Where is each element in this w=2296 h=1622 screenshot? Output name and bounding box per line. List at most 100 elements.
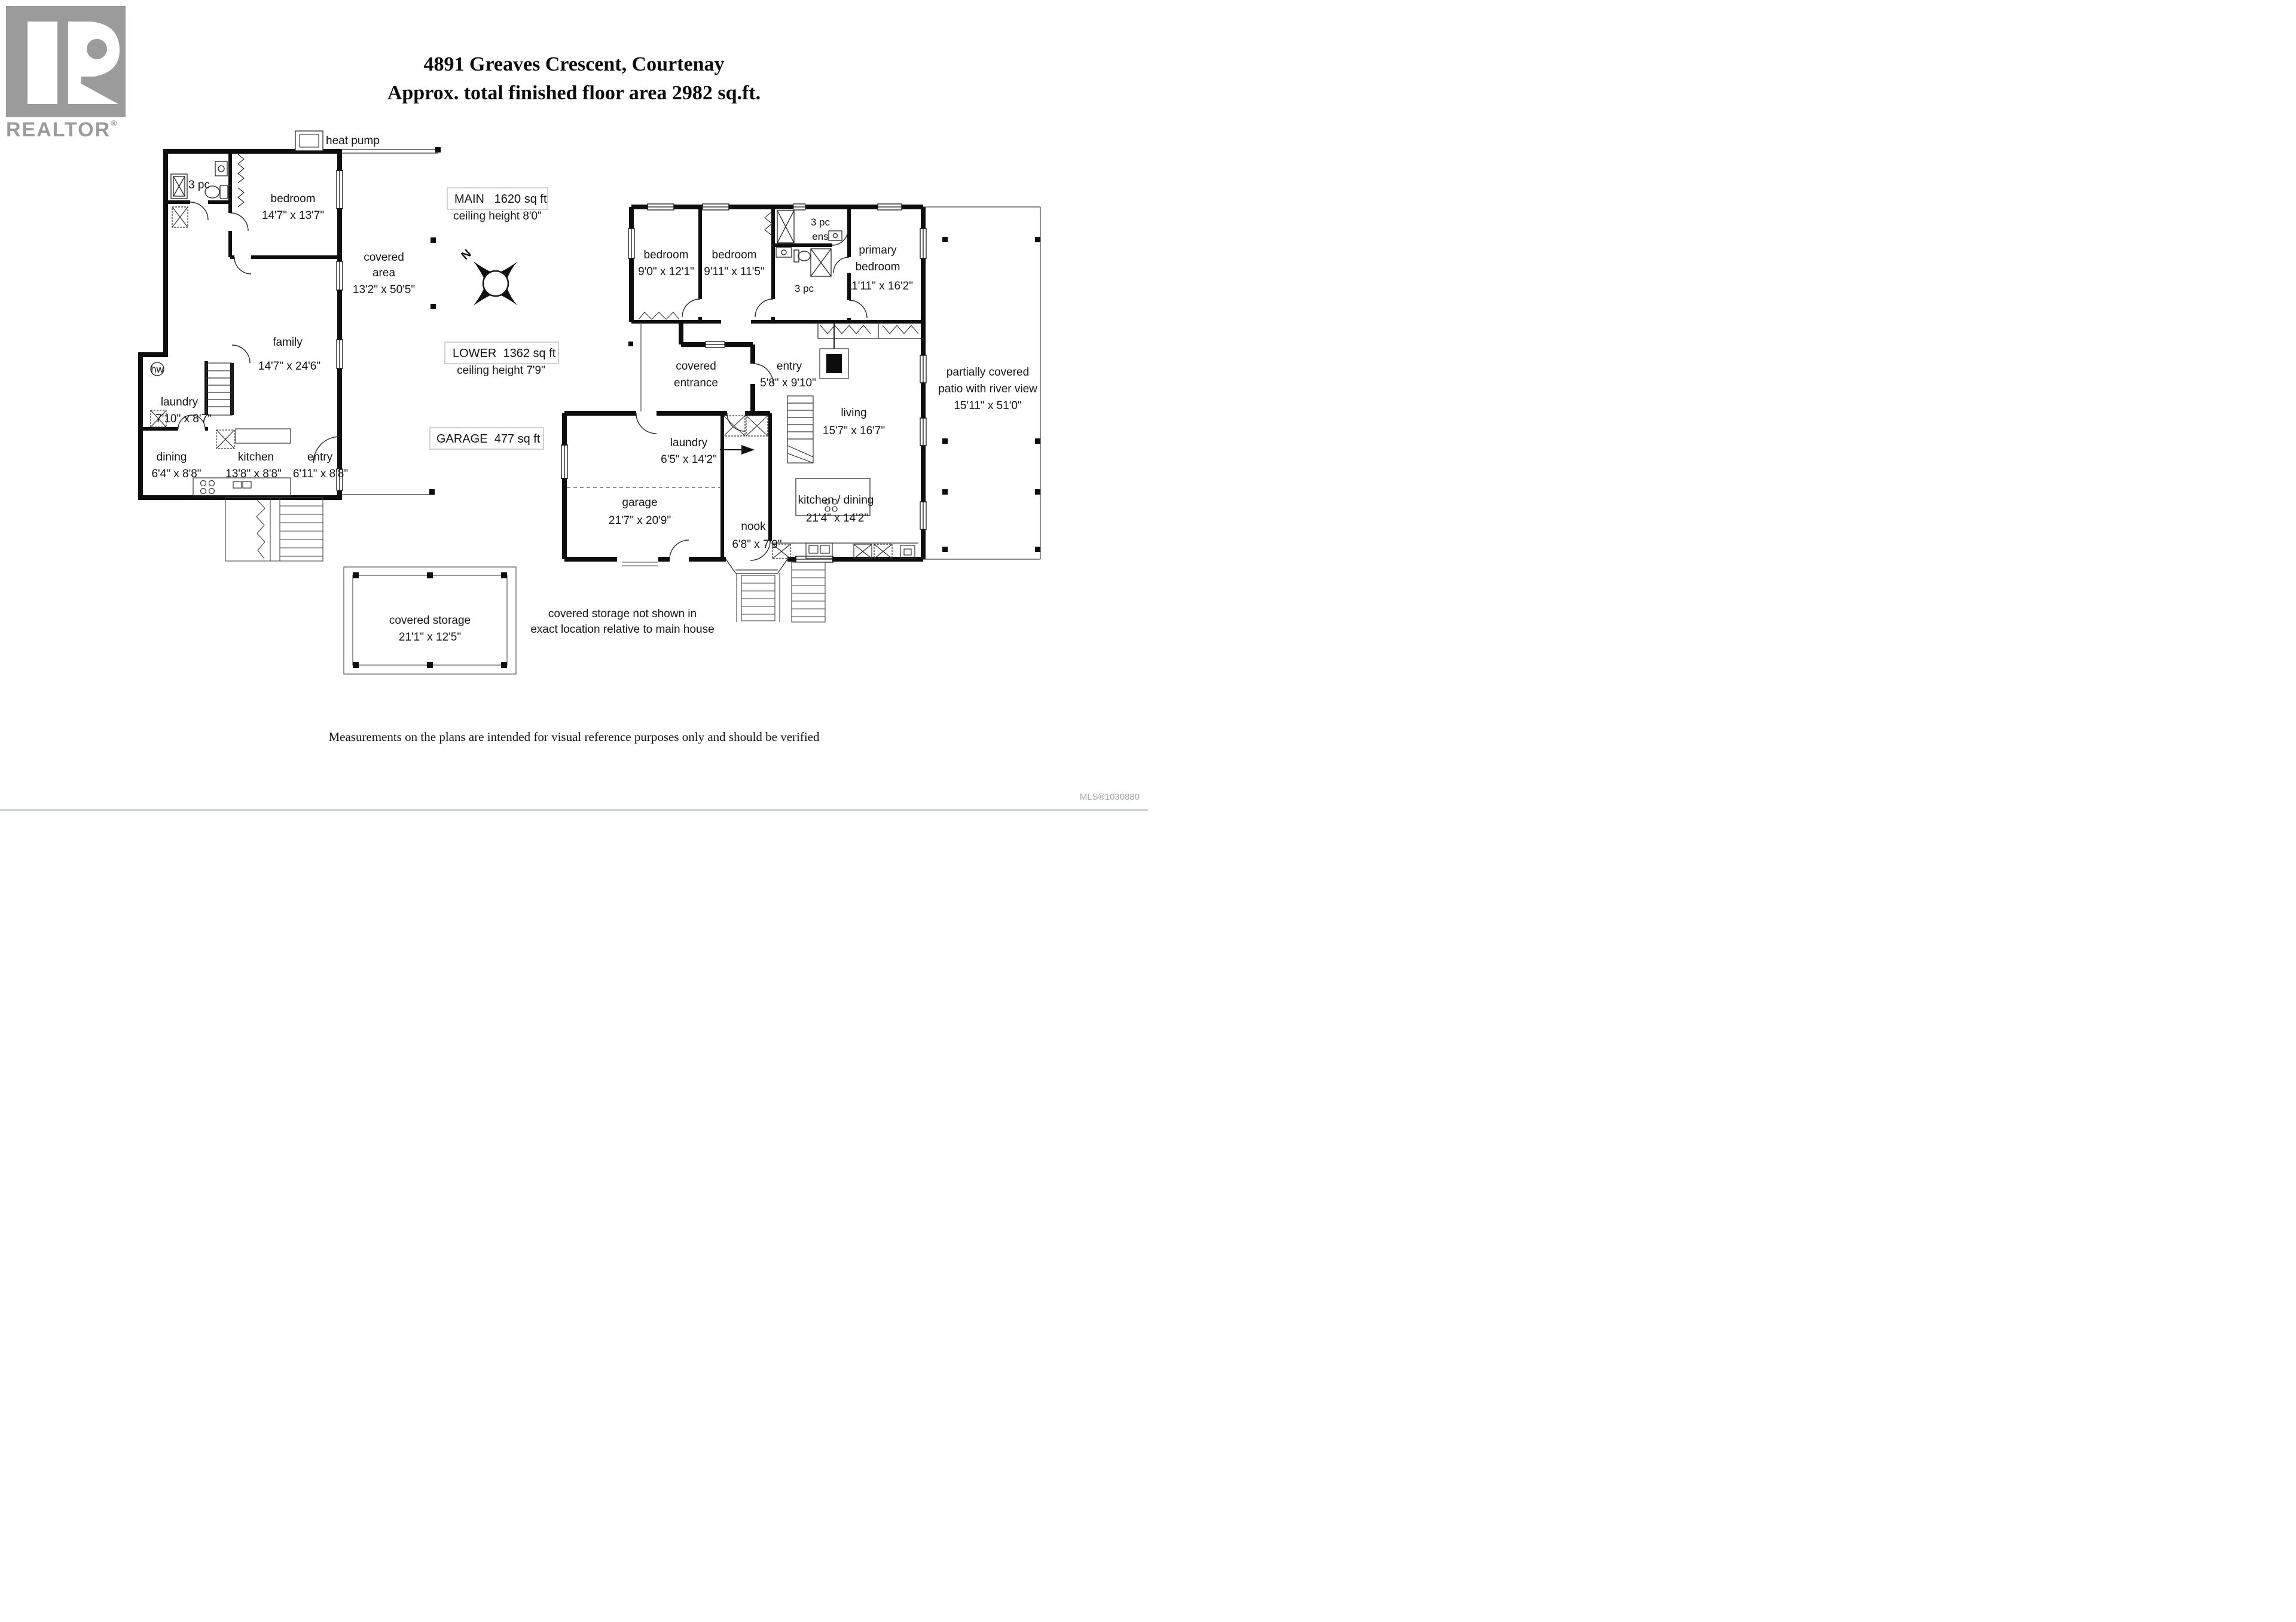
patio-door-symbol — [795, 555, 834, 563]
main-interior-walls — [631, 207, 923, 559]
nook-bay-window — [725, 559, 788, 574]
main-laundry-corridor — [720, 415, 768, 455]
post-icon — [427, 572, 433, 578]
hot-water-tank-icon — [150, 362, 164, 376]
sink-icon — [233, 481, 242, 489]
label-patio-dims: 15'11" x 51'0" — [954, 400, 1021, 412]
window-symbol — [647, 203, 674, 211]
compass-rose-icon: N — [459, 247, 518, 306]
post-icon — [942, 489, 948, 495]
label-lower-area: LOWER 1362 sq ft — [453, 347, 556, 360]
room-label-bedroom1: bedroom — [644, 249, 689, 261]
realtor-r-glyph — [28, 22, 120, 104]
room-label-dining: dining — [157, 451, 187, 464]
window-symbol — [335, 169, 344, 210]
main-stairs-icon — [787, 395, 814, 464]
window-symbol — [793, 203, 806, 211]
room-label-laundry-lower: laundry — [161, 396, 199, 408]
room-label-living: living — [841, 407, 866, 419]
room-label-kitchen-lower: kitchen — [238, 451, 274, 464]
room-label-primary-2: bedroom — [856, 261, 900, 273]
window-symbol — [702, 203, 729, 211]
lower-covered-area — [295, 130, 441, 495]
oven-icon — [900, 545, 915, 559]
realtor-logo-icon — [6, 6, 126, 117]
post-icon — [501, 572, 507, 578]
room-dims-entry-main: 5'8" x 9'10" — [760, 377, 816, 389]
main-bath-fixtures — [775, 210, 842, 277]
window-symbol — [920, 355, 927, 383]
realtor-wordmark-text: REALTOR — [6, 118, 111, 141]
kitchen-island — [795, 478, 871, 516]
covered-storage: covered storage 21'1" x 12'5" covered st… — [343, 566, 715, 675]
window-symbol — [705, 341, 725, 348]
patio-outline — [923, 206, 1041, 560]
post-icon — [1035, 547, 1040, 552]
sink-icon — [775, 247, 792, 258]
room-dims-primary: 11'11" x 16'2" — [846, 280, 913, 292]
room-label-covered-area-1: covered — [364, 251, 404, 264]
post-icon — [1035, 489, 1040, 495]
realtor-logo: REALTOR® — [6, 6, 132, 147]
room-dims-bedroom2: 9'11" x 11'5" — [704, 266, 764, 278]
room-label-bedroom2: bedroom — [712, 249, 757, 261]
room-label-laundry-main: laundry — [670, 437, 708, 449]
main-floor-plan: bedroom 9'0" x 12'1" bedroom 9'11" x 11'… — [561, 203, 1041, 623]
room-dims-covered-area: 13'2" x 50'5" — [353, 283, 415, 296]
room-dims-kitchen-lower: 13'8" x 8'8" — [225, 468, 282, 480]
registered-mark: ® — [111, 118, 117, 128]
laundry-appliance-icon — [150, 410, 167, 428]
exterior-steps — [622, 562, 826, 623]
room-dims-kitchen-dining: 21'4" x 14'2" — [806, 512, 868, 525]
room-label-entry-main: entry — [777, 360, 802, 373]
storage-note-2: exact location relative to main house — [530, 623, 714, 636]
toilet-icon — [219, 185, 228, 199]
post-icon — [1035, 438, 1040, 444]
window-symbol — [920, 417, 927, 446]
room-dims-dining: 6'4" x 8'8" — [151, 468, 201, 480]
post-icon — [430, 304, 436, 309]
room-label-primary-1: primary — [859, 244, 897, 257]
window-symbol — [628, 228, 635, 259]
post-icon — [427, 662, 433, 668]
label-lower-ceiling: ceiling height 7'9" — [457, 364, 545, 377]
window-symbol — [877, 203, 902, 211]
main-door-arcs — [636, 229, 868, 561]
post-icon — [942, 237, 948, 242]
garage-area-box — [429, 427, 544, 450]
label-covered-entrance-1: covered — [676, 360, 716, 373]
room-label-garage: garage — [622, 496, 657, 509]
room-dims-laundry-main: 6'5" x 14'2" — [661, 453, 717, 466]
room-dims-garage: 21'7" x 20'9" — [609, 514, 671, 527]
mls-number: MLS®1030880 — [1079, 792, 1140, 802]
label-garage-area: GARAGE 477 sq ft — [436, 432, 541, 446]
label-main-area: MAIN 1620 sq ft — [454, 193, 547, 206]
sink-icon — [828, 230, 842, 241]
room-dims-bedroom1: 9'0" x 12'1" — [638, 266, 694, 278]
post-icon — [429, 489, 435, 495]
page-title: 4891 Greaves Crescent, Courtenay Approx.… — [0, 50, 1148, 108]
stove-icon — [200, 480, 207, 487]
toilet-icon — [793, 249, 799, 263]
disclaimer-text: Measurements on the plans are intended f… — [328, 730, 820, 744]
lower-kitchen-counter — [193, 428, 291, 496]
lower-door-arcs — [178, 202, 340, 464]
window-symbol — [920, 228, 927, 259]
room-dims-family: 14'7" x 24'6" — [258, 360, 320, 373]
stove-icon — [825, 499, 831, 505]
post-icon — [501, 662, 507, 668]
label-covered-storage: covered storage — [389, 614, 471, 627]
compass-north-label: N — [459, 247, 474, 263]
sink-icon — [215, 161, 228, 176]
washer-icon — [723, 415, 746, 437]
room-label-family: family — [273, 336, 303, 349]
label-covered-entrance-2: entrance — [674, 377, 718, 389]
room-dims-entry-lower: 6'11" x 8'8" — [293, 468, 348, 480]
label-hw: hw — [151, 364, 164, 375]
closet-rail-icons — [638, 211, 919, 334]
fireplace-icon — [819, 323, 849, 379]
lower-outer-walls — [138, 149, 342, 500]
room-label-ensuite-2: ens — [812, 231, 828, 242]
lower-closets — [150, 154, 245, 449]
room-label-entry-lower: entry — [307, 451, 333, 464]
